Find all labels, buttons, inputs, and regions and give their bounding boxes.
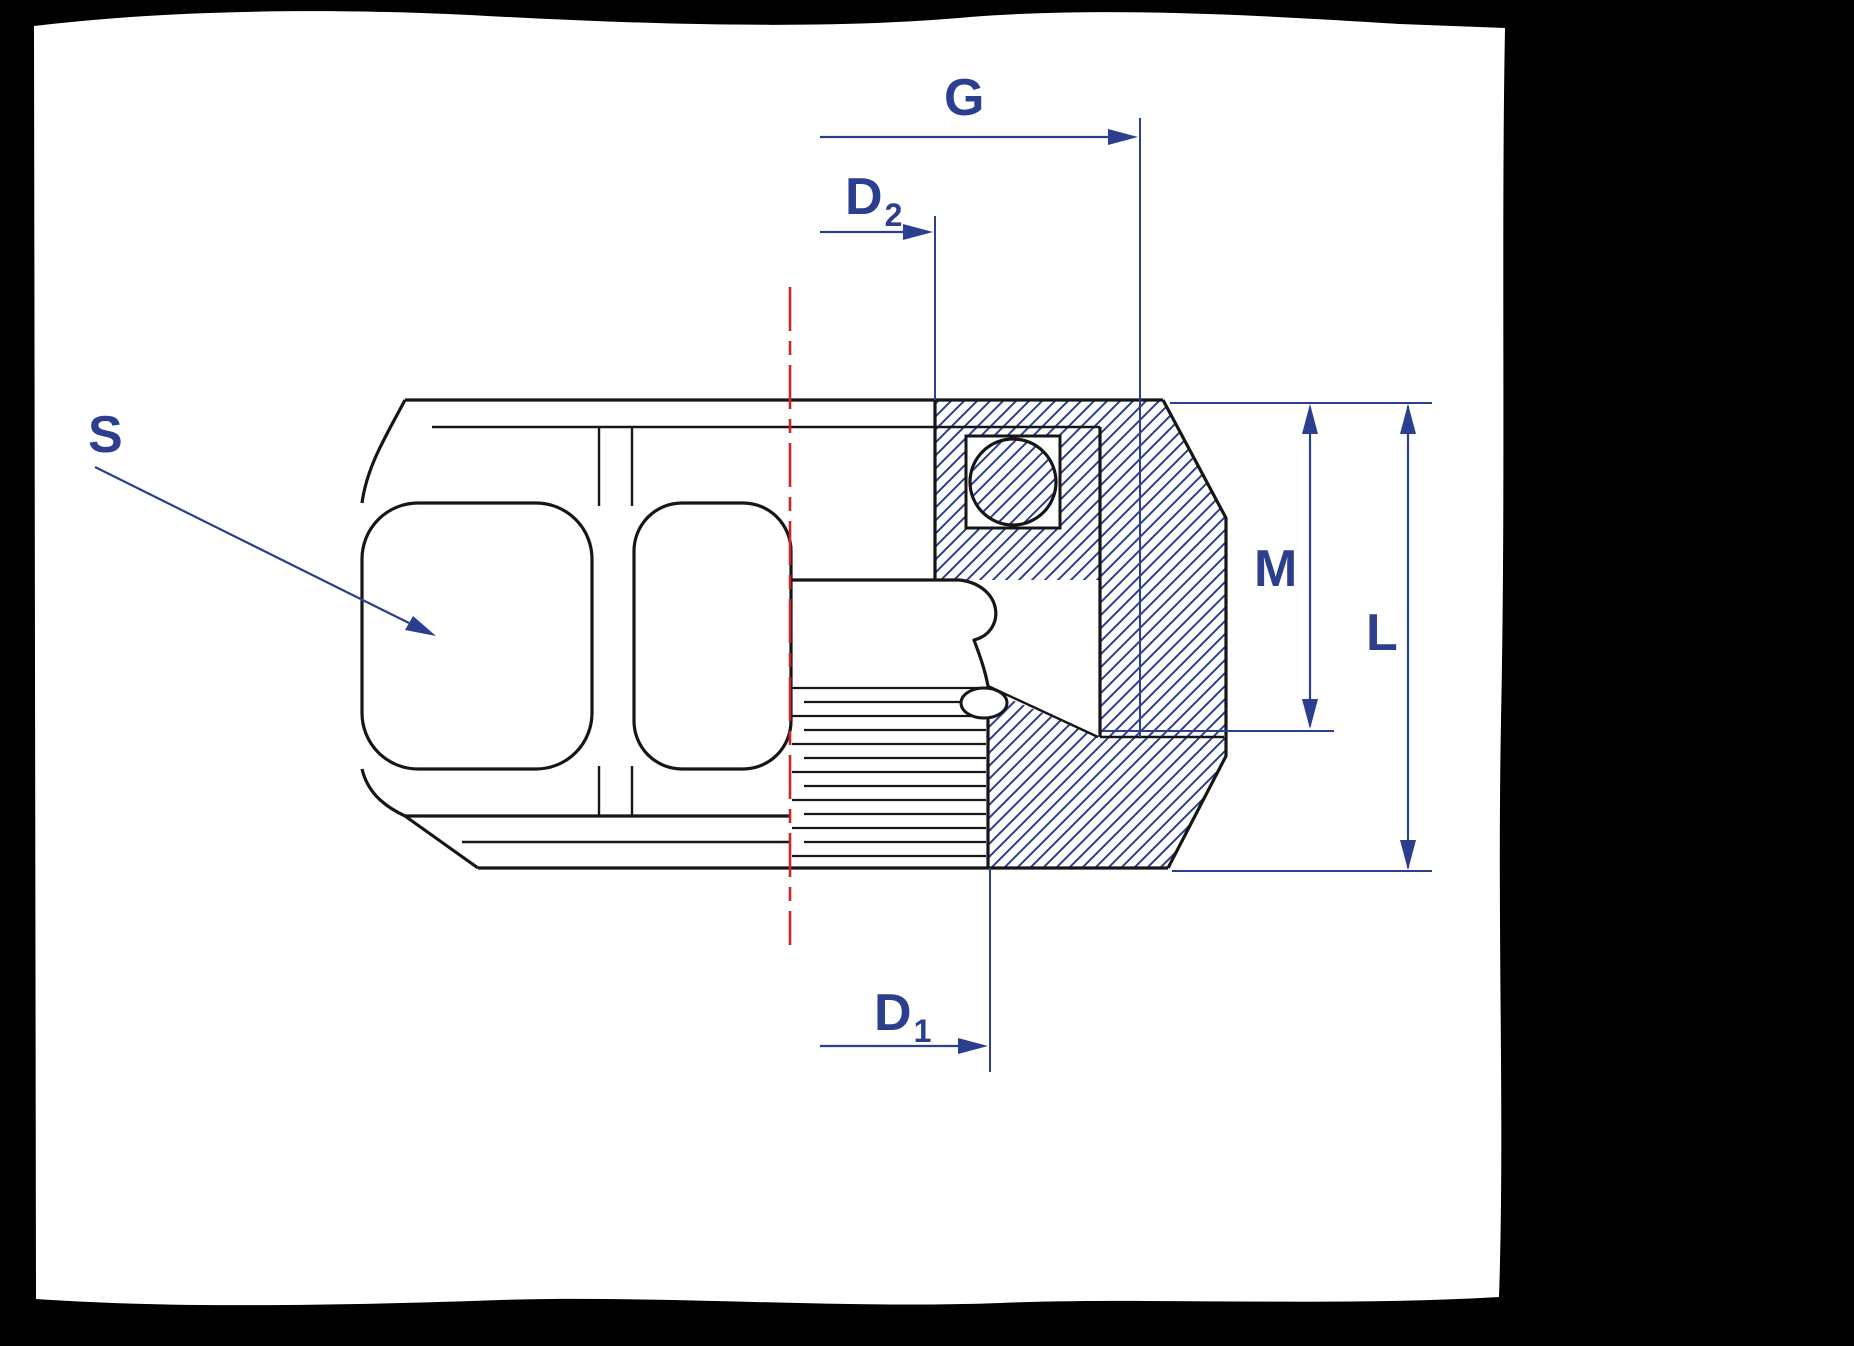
left-top-chamfer — [360, 399, 407, 504]
arrow-d2 — [903, 224, 933, 240]
arrow-s — [405, 616, 436, 636]
label-d1-main: D — [874, 984, 912, 1042]
arrow-d1 — [958, 1038, 988, 1054]
label-m: M — [1254, 540, 1297, 598]
label-g: G — [944, 69, 984, 127]
o-ring — [968, 437, 1058, 527]
paper-background — [34, 11, 1505, 1306]
thread-lines — [792, 686, 986, 858]
profile-notch — [959, 578, 998, 687]
arrow-m-bottom — [1302, 699, 1318, 729]
arrow-l-top — [1400, 404, 1416, 434]
label-d1: D1 — [874, 984, 931, 1049]
hex-corner-edges — [597, 427, 634, 816]
label-d2-subscript: 2 — [885, 197, 903, 233]
hex-face-left — [360, 501, 594, 771]
label-d2: D2 — [845, 168, 902, 233]
left-bottom-chamfer — [360, 768, 406, 818]
dimensions: G D2 S M L D1 — [88, 69, 1432, 1072]
cavity-floor — [987, 684, 1099, 739]
label-l: L — [1366, 604, 1398, 662]
arrow-l-bottom — [1400, 840, 1416, 870]
hatch-outer-wall — [988, 400, 1226, 868]
label-s: S — [88, 406, 123, 464]
label-d1-subscript: 1 — [914, 1013, 932, 1049]
arrow-m-top — [1302, 404, 1318, 434]
section-hatching — [935, 400, 1226, 868]
label-d2-main: D — [845, 168, 883, 226]
thread-runout-ring — [959, 686, 1009, 720]
leader-line-s — [94, 466, 410, 624]
part-outline — [360, 398, 1228, 870]
section-outer-edge — [1161, 399, 1228, 869]
arrow-g — [1108, 129, 1138, 145]
skirt-left-chamfer — [404, 814, 479, 870]
